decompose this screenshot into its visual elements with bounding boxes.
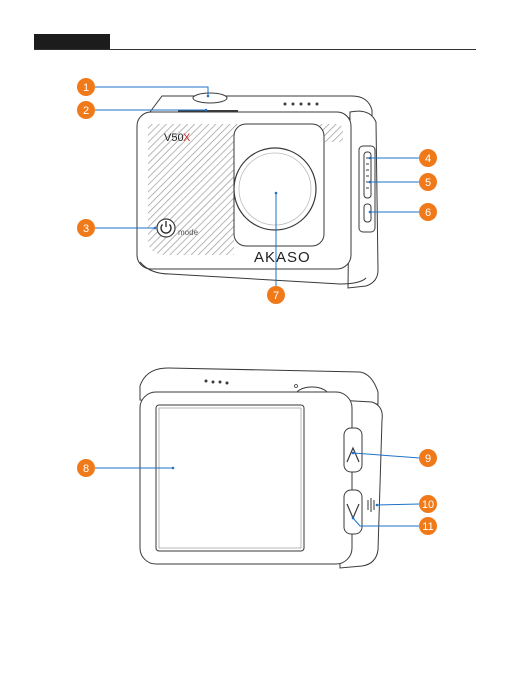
camera-front-view: V50 X mode AKASO bbox=[137, 93, 378, 288]
callout-2: 2 bbox=[77, 101, 95, 119]
model-badge-suffix: X bbox=[183, 132, 191, 144]
svg-text:5: 5 bbox=[425, 177, 431, 189]
callout-10: 10 bbox=[419, 495, 437, 513]
svg-text:2: 2 bbox=[83, 105, 89, 117]
model-badge: V50 bbox=[164, 132, 184, 144]
down-button bbox=[344, 490, 362, 534]
svg-text:11: 11 bbox=[422, 521, 433, 533]
svg-text:7: 7 bbox=[273, 290, 279, 302]
lens bbox=[234, 148, 316, 230]
callout-11: 11 bbox=[419, 517, 437, 535]
callout-5: 5 bbox=[419, 173, 437, 191]
touch-screen bbox=[156, 405, 304, 551]
callout-7: 7 bbox=[267, 286, 285, 304]
callout-8: 8 bbox=[77, 459, 95, 477]
svg-text:6: 6 bbox=[425, 207, 431, 219]
callout-4: 4 bbox=[419, 149, 437, 167]
callout-9: 9 bbox=[419, 449, 437, 467]
svg-text:1: 1 bbox=[83, 82, 89, 94]
camera-rear-view bbox=[140, 368, 382, 568]
brand-logo: AKASO bbox=[254, 249, 311, 266]
svg-text:8: 8 bbox=[83, 463, 89, 475]
svg-text:4: 4 bbox=[425, 153, 431, 165]
power-mode-button bbox=[157, 219, 175, 237]
callout-1: 1 bbox=[77, 78, 95, 96]
callout-6: 6 bbox=[419, 203, 437, 221]
up-button bbox=[344, 428, 362, 472]
svg-text:3: 3 bbox=[83, 223, 89, 235]
shutter-button bbox=[193, 93, 227, 103]
mode-label: mode bbox=[178, 228, 199, 237]
svg-text:10: 10 bbox=[422, 499, 434, 511]
svg-text:9: 9 bbox=[425, 453, 431, 465]
callout-3: 3 bbox=[77, 219, 95, 237]
